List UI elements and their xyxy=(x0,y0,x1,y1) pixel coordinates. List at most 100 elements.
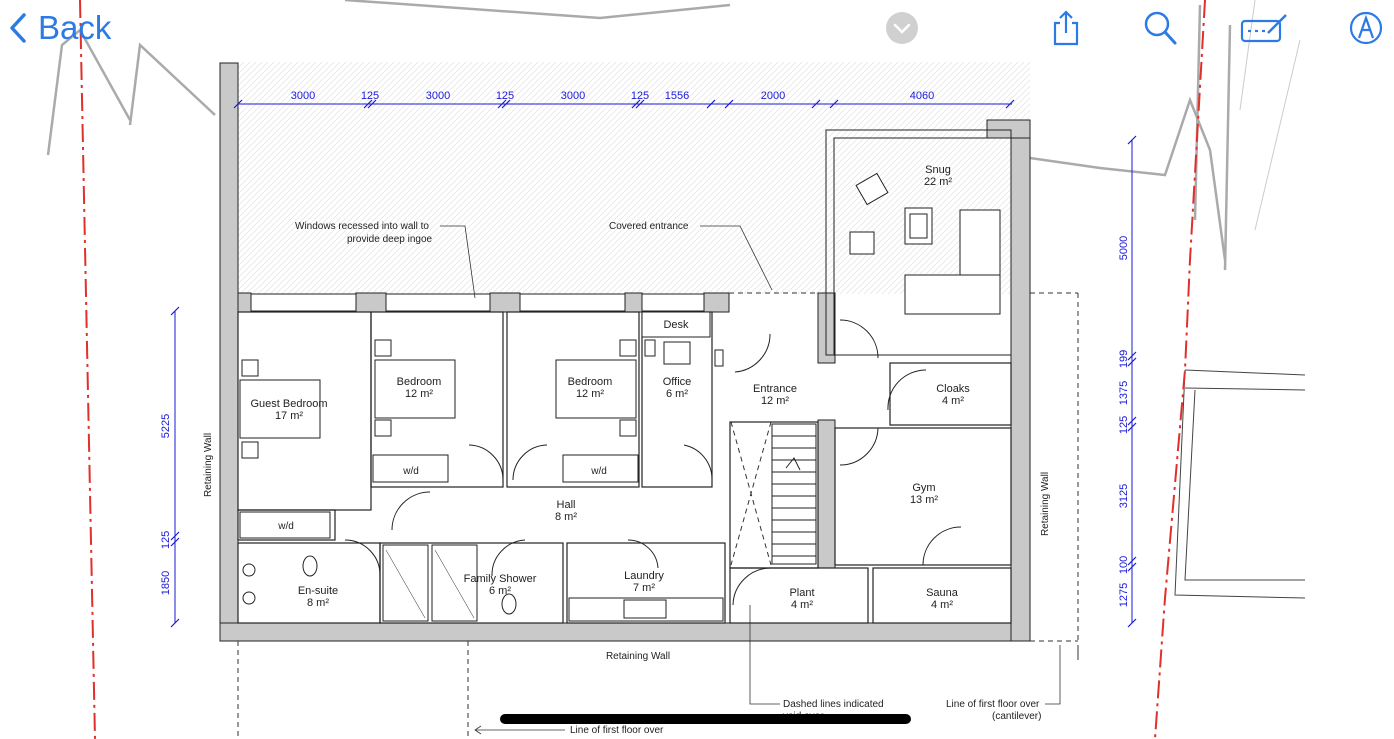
dim-top-6: 125 xyxy=(631,90,649,102)
room-labels: Snug 22 m² Guest Bedroom 17 m² Bedroom 1… xyxy=(250,164,970,611)
dim-right-1: 5000 xyxy=(1118,236,1130,260)
dim-top-1: 3000 xyxy=(291,90,315,102)
courtyard-hatch xyxy=(238,62,1030,294)
chevron-down-button[interactable] xyxy=(882,8,922,48)
back-label: Back xyxy=(38,9,112,46)
windows-note-line2: provide deep ingoe xyxy=(347,234,433,245)
dim-right-5: 3125 xyxy=(1118,484,1130,508)
markup-button[interactable] xyxy=(1240,8,1290,48)
room-office-name: Office xyxy=(663,376,692,388)
annotate-button[interactable] xyxy=(1346,8,1386,48)
room-sauna-name: Sauna xyxy=(926,587,959,599)
room-cloaks-area: 4 m² xyxy=(942,395,964,407)
home-indicator xyxy=(500,714,911,724)
room-plant-name: Plant xyxy=(789,587,814,599)
chevron-left-icon xyxy=(10,13,26,43)
wd-label-1: w/d xyxy=(402,466,419,477)
dim-top-3: 3000 xyxy=(426,90,450,102)
covered-entrance-note: Covered entrance xyxy=(609,221,689,232)
room-entrance-name: Entrance xyxy=(753,383,797,395)
door-swings xyxy=(344,319,962,606)
partitions xyxy=(237,311,1012,624)
dimension-ticks xyxy=(170,99,1137,628)
laundry-units xyxy=(568,597,724,622)
room-cloaks-name: Cloaks xyxy=(936,383,970,395)
room-hall-area: 8 m² xyxy=(555,511,577,523)
chevron-down-icon xyxy=(886,12,918,44)
first-floor-line-note: Line of first floor over xyxy=(570,725,664,736)
beds xyxy=(239,339,637,459)
dimension-lines xyxy=(174,103,1133,660)
room-plant-area: 4 m² xyxy=(791,599,813,611)
dim-top-5: 3000 xyxy=(561,90,585,102)
stairs xyxy=(771,423,817,565)
room-office-area: 6 m² xyxy=(666,388,688,400)
room-snug-area: 22 m² xyxy=(924,176,952,188)
room-hall-name: Hall xyxy=(557,499,576,511)
dim-top-7: 1556 xyxy=(665,90,689,102)
room-bedroom2-area: 12 m² xyxy=(576,388,604,400)
search-icon xyxy=(1144,11,1177,45)
dimension-text-left: 5225 125 1850 xyxy=(160,414,172,595)
wardrobes xyxy=(239,454,639,539)
room-snug-name: Snug xyxy=(925,164,951,176)
dim-top-9: 4060 xyxy=(910,90,934,102)
dim-right-4: 125 xyxy=(1118,416,1130,434)
back-button[interactable]: Back xyxy=(8,8,111,48)
markup-icon xyxy=(1240,14,1287,43)
dim-right-3: 1375 xyxy=(1118,381,1130,405)
wd-label-2: w/d xyxy=(590,466,607,477)
windows-note-line1: Windows recessed into wall to xyxy=(295,221,429,232)
snug-furniture xyxy=(849,172,1001,315)
retaining-wall-bottom: Retaining Wall xyxy=(606,651,670,662)
share-icon xyxy=(1053,10,1079,46)
room-bedroom2-name: Bedroom xyxy=(568,376,613,388)
room-gym-area: 13 m² xyxy=(910,494,938,506)
sanitary-fixtures xyxy=(242,555,517,615)
dim-right-7: 1275 xyxy=(1118,583,1130,607)
room-laundry-area: 7 m² xyxy=(633,582,655,594)
dimension-text-top: 3000 125 3000 125 3000 125 1556 2000 406… xyxy=(291,90,934,102)
room-bedroom1-area: 12 m² xyxy=(405,388,433,400)
dim-top-8: 2000 xyxy=(761,90,785,102)
adjacent-building xyxy=(1174,369,1306,599)
share-button[interactable] xyxy=(1046,8,1086,48)
shower-cubicles xyxy=(382,544,478,622)
site-context-lines xyxy=(46,0,1301,271)
dashed-lines-note-line1: Dashed lines indicated xyxy=(783,699,884,710)
wd-label-3: w/d xyxy=(277,521,294,532)
office-desk xyxy=(641,311,724,367)
dimension-text-right: 5000 199 1375 125 3125 100 1275 xyxy=(1118,236,1130,607)
dim-top-2: 125 xyxy=(361,90,379,102)
room-gym-name: Gym xyxy=(912,482,935,494)
dim-right-2: 199 xyxy=(1118,350,1130,368)
room-guest-bedroom-name: Guest Bedroom xyxy=(250,398,327,410)
pencil-circle-icon xyxy=(1349,11,1383,45)
room-ensuite-area: 8 m² xyxy=(307,597,329,609)
room-guest-bedroom-area: 17 m² xyxy=(275,410,303,422)
snug-walls xyxy=(825,129,1012,356)
dim-top-4: 125 xyxy=(496,90,514,102)
wardrobe-labels: w/d w/d w/d xyxy=(277,466,607,532)
cantilever-note-line1: Line of first floor over xyxy=(946,699,1040,710)
dim-right-6: 100 xyxy=(1118,556,1130,574)
room-family-shower-name: Family Shower xyxy=(464,573,537,585)
room-ensuite-name: En-suite xyxy=(298,585,338,597)
search-button[interactable] xyxy=(1140,8,1180,48)
room-laundry-name: Laundry xyxy=(624,570,664,582)
retaining-wall-left: Retaining Wall xyxy=(203,433,214,497)
windows xyxy=(250,293,705,312)
room-entrance-area: 12 m² xyxy=(761,395,789,407)
void-dashed-lines xyxy=(237,292,1079,739)
desk-label: Desk xyxy=(663,319,689,331)
room-sauna-area: 4 m² xyxy=(931,599,953,611)
dim-left-1: 5225 xyxy=(160,414,172,438)
retaining-wall-right: Retaining Wall xyxy=(1040,472,1051,536)
cantilever-note-line2: (cantilever) xyxy=(992,711,1041,722)
room-bedroom1-name: Bedroom xyxy=(397,376,442,388)
room-family-shower-area: 6 m² xyxy=(489,585,511,597)
dim-left-2: 125 xyxy=(160,531,172,549)
leader-lines xyxy=(440,225,1061,735)
dim-left-3: 1850 xyxy=(160,571,172,595)
